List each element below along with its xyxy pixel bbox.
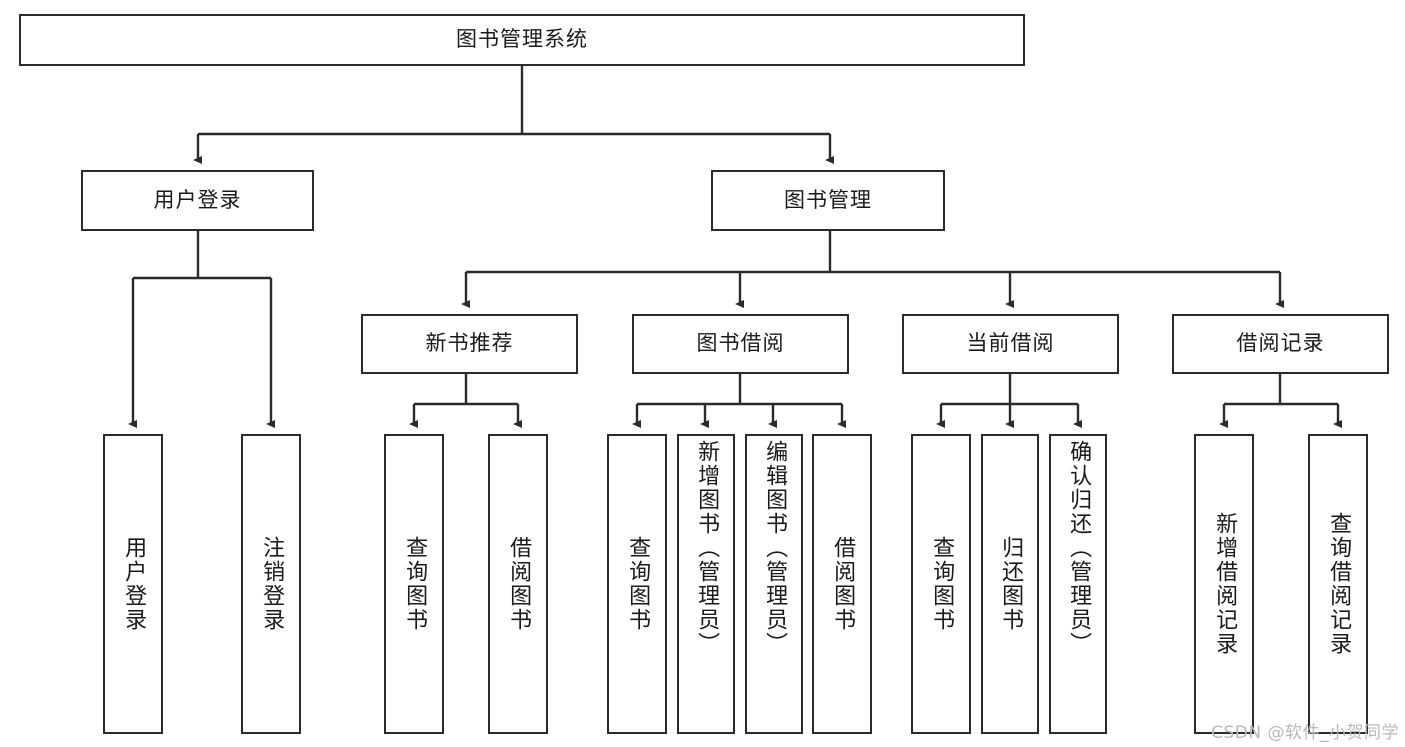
node-root-label: 图书管理系统 [456, 27, 588, 52]
node-user-login-label: 用户登录 [153, 187, 242, 212]
csdn-watermark: CSDN @软件_小贺同学 [1211, 723, 1399, 743]
node-current-borrow[interactable]: 当前借阅 [902, 314, 1119, 374]
node-leaf-user-login[interactable]: 用户登录 [103, 434, 163, 734]
node-leaf-query-book-1-label: 查询图书 [402, 536, 428, 632]
node-book-borrow[interactable]: 图书借阅 [632, 314, 849, 374]
node-leaf-add-record[interactable]: 新增借阅记录 [1194, 434, 1254, 734]
node-leaf-query-record-label: 查询借阅记录 [1326, 512, 1352, 656]
node-new-book-rec[interactable]: 新书推荐 [361, 314, 578, 374]
node-leaf-return-book-label: 归还图书 [998, 536, 1024, 632]
node-leaf-add-book-label: 新增图书（管理员） [694, 440, 720, 656]
node-leaf-edit-book-label: 编辑图书（管理员） [762, 440, 788, 656]
node-leaf-query-book-2[interactable]: 查询图书 [607, 434, 667, 734]
node-leaf-return-book[interactable]: 归还图书 [981, 434, 1039, 734]
node-leaf-borrow-book-2-label: 借阅图书 [830, 536, 856, 632]
node-new-book-rec-label: 新书推荐 [425, 331, 514, 356]
node-leaf-user-login-label: 用户登录 [121, 536, 147, 632]
node-leaf-query-book-2-label: 查询图书 [625, 536, 651, 632]
node-current-borrow-label: 当前借阅 [966, 331, 1055, 356]
node-leaf-confirm-return[interactable]: 确认归还（管理员） [1049, 434, 1107, 734]
node-leaf-query-record[interactable]: 查询借阅记录 [1308, 434, 1368, 734]
node-leaf-borrow-book-1[interactable]: 借阅图书 [488, 434, 548, 734]
node-book-manage[interactable]: 图书管理 [711, 170, 945, 231]
node-leaf-query-book-3[interactable]: 查询图书 [911, 434, 971, 734]
node-leaf-query-book-3-label: 查询图书 [929, 536, 955, 632]
node-leaf-edit-book[interactable]: 编辑图书（管理员） [745, 434, 803, 734]
node-borrow-record[interactable]: 借阅记录 [1172, 314, 1389, 374]
node-leaf-add-record-label: 新增借阅记录 [1212, 512, 1238, 656]
node-leaf-borrow-book-2[interactable]: 借阅图书 [812, 434, 872, 734]
node-leaf-add-book[interactable]: 新增图书（管理员） [677, 434, 735, 734]
node-leaf-logout[interactable]: 注销登录 [241, 434, 301, 734]
node-leaf-confirm-return-label: 确认归还（管理员） [1066, 440, 1092, 656]
node-user-login[interactable]: 用户登录 [81, 170, 314, 231]
node-root[interactable]: 图书管理系统 [19, 14, 1025, 66]
node-leaf-query-book-1[interactable]: 查询图书 [384, 434, 444, 734]
node-borrow-record-label: 借阅记录 [1236, 331, 1325, 356]
node-book-borrow-label: 图书借阅 [696, 331, 785, 356]
node-leaf-logout-label: 注销登录 [259, 536, 285, 632]
node-leaf-borrow-book-1-label: 借阅图书 [506, 536, 532, 632]
node-book-manage-label: 图书管理 [784, 187, 872, 212]
